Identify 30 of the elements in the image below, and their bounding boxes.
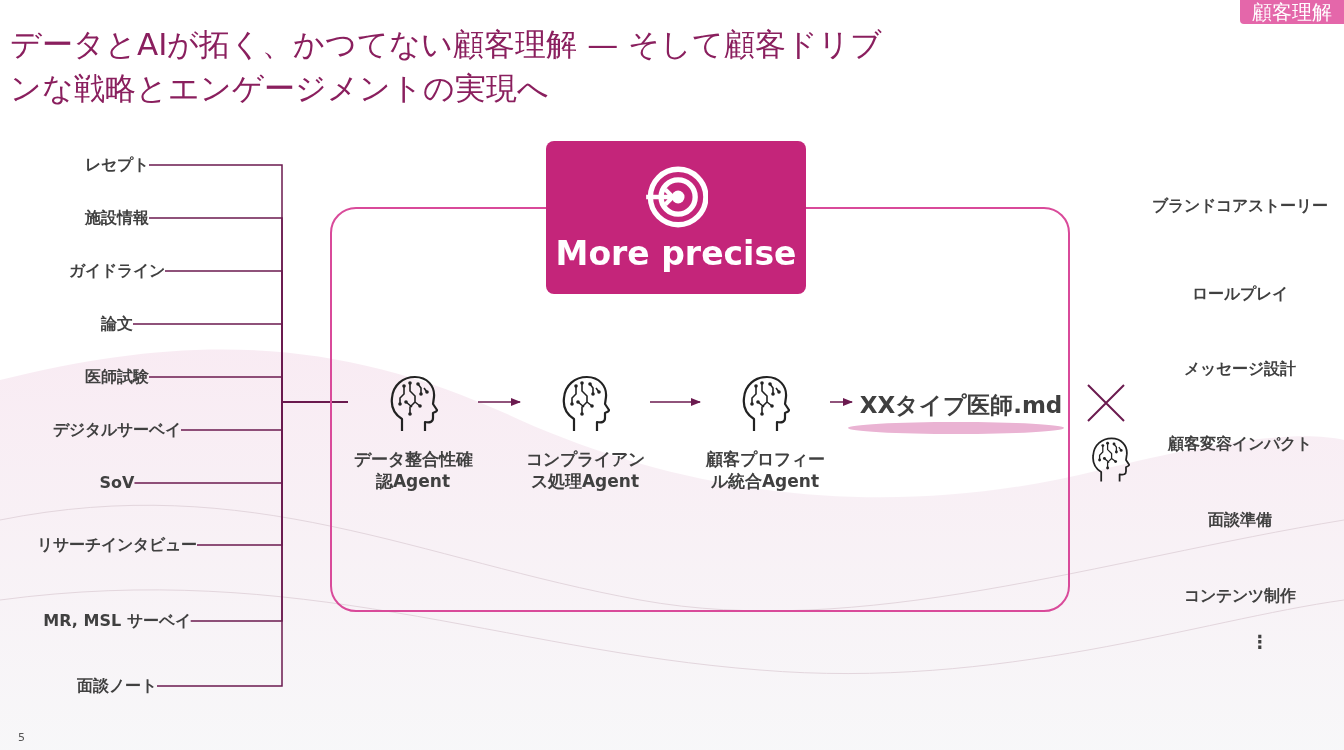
outcome-label: コンテンツ制作: [1183, 585, 1297, 607]
agent-label: データ整合性確認Agent: [352, 448, 474, 492]
outcome-label: メッセージ設計: [1183, 358, 1297, 380]
arrow: [477, 397, 522, 407]
source-label: 論文: [101, 312, 133, 336]
source-label: 面談ノート: [77, 674, 157, 698]
arrow: [649, 397, 702, 407]
source-label: リサーチインタビュー: [37, 533, 197, 557]
output-file-label: XXタイプ医師.md: [852, 384, 1070, 426]
headline-box: [546, 141, 806, 294]
agent-label: コンプライアンス処理Agent: [524, 448, 646, 492]
outcome-label: 面談準備: [1207, 509, 1273, 531]
source-label: デジタルサーベイ: [53, 418, 181, 442]
section-tab: 顧客理解: [1240, 0, 1344, 24]
headline-text: More precise: [555, 237, 797, 270]
continuation-dots: ⋮: [1250, 630, 1270, 654]
agent-label: 顧客プロフィール統合Agent: [704, 448, 826, 492]
source-label: 施設情報: [85, 206, 149, 230]
outcome-label: 顧客変容インパクト: [1166, 433, 1313, 455]
source-label: 医師試験: [85, 365, 149, 389]
outcome-label: ブランドコアストーリー: [1151, 195, 1329, 217]
source-label: MR, MSL サーベイ: [43, 609, 191, 633]
outcome-label: ロールプレイ: [1191, 283, 1289, 305]
arrow: [829, 397, 854, 407]
connector-line: [156, 401, 349, 687]
source-label: レセプト: [85, 153, 149, 177]
page-number: 5: [18, 730, 25, 746]
slide-title: データとAIが拓く、かつてない顧客理解 — そして顧客ドリブンな戦略とエンゲージメントの実現へ: [10, 25, 884, 108]
source-label: ガイドライン: [69, 259, 165, 283]
source-label: SoV: [99, 471, 135, 495]
